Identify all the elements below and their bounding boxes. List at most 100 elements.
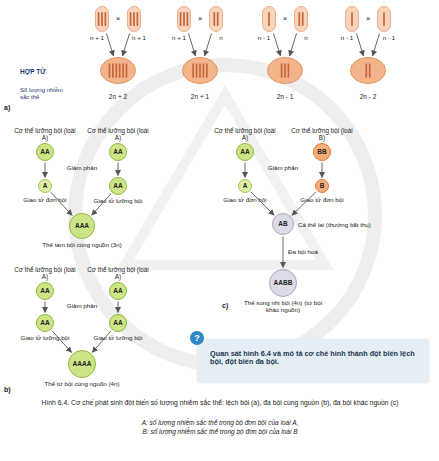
parent-circle: Cơ thể lưỡng bội (loài A)AA bbox=[236, 143, 254, 161]
chromosome-bar bbox=[192, 64, 194, 77]
zygote-cell: 2n - 1 bbox=[267, 57, 303, 84]
chromosome-bar bbox=[196, 64, 198, 77]
chromosome-bar bbox=[383, 13, 385, 25]
genome-symbol: AA bbox=[26, 319, 64, 326]
cell-body bbox=[263, 7, 276, 32]
chromosome-bar bbox=[298, 13, 300, 25]
chromosome-bar bbox=[369, 64, 371, 77]
cell-body bbox=[346, 7, 359, 32]
chromosome-bar bbox=[199, 64, 201, 77]
arrow-connector bbox=[51, 192, 72, 215]
cell-body bbox=[96, 7, 109, 32]
cell-body bbox=[210, 7, 223, 32]
organism-label: Cơ thể lưỡng bội (loài A) bbox=[14, 127, 76, 141]
pill-outline bbox=[127, 6, 141, 32]
genome-symbol: AA bbox=[99, 319, 137, 326]
part-label: c) bbox=[222, 302, 236, 310]
parent-circle: Cơ thể lưỡng bội (loài A)AA bbox=[36, 282, 54, 300]
chromosome-bar bbox=[126, 64, 128, 77]
result-circle: AAAAThể tứ bội cùng nguồn (4n) bbox=[68, 350, 96, 378]
genome-symbol: AA bbox=[99, 182, 137, 189]
chromosome-bar bbox=[122, 64, 124, 77]
chromosome-bar bbox=[288, 64, 290, 77]
arrow-connector bbox=[273, 33, 280, 55]
chromosome-bar bbox=[133, 13, 135, 25]
genome-symbol: AA bbox=[26, 287, 64, 294]
pill-outline bbox=[95, 6, 109, 32]
parent-circle: Cơ thể lưỡng bội (loài A)AA bbox=[109, 282, 127, 300]
arrow-connector bbox=[45, 302, 46, 313]
arrow-connector bbox=[123, 33, 130, 55]
caption-note: A: số lượng nhiễm sắc thể trong bộ đơn b… bbox=[20, 419, 420, 426]
pill-outline bbox=[209, 6, 223, 32]
zygote-cell: 2n + 1 bbox=[182, 57, 218, 84]
row-label: HỢP TỬ bbox=[20, 68, 70, 75]
cell-body bbox=[378, 7, 391, 32]
pill-outline bbox=[262, 6, 276, 32]
genome-symbol: B bbox=[305, 182, 339, 189]
oval-outline bbox=[182, 57, 218, 84]
cell-body bbox=[295, 7, 308, 32]
arrow-connector bbox=[205, 33, 212, 55]
pill-outline bbox=[345, 6, 359, 32]
genome-symbol: AA bbox=[26, 148, 64, 155]
chromosome-bar bbox=[183, 13, 185, 25]
chromosome-bar bbox=[115, 64, 117, 77]
gamete-cell: n bbox=[294, 6, 308, 32]
part-label: b) bbox=[4, 386, 18, 394]
cell-label: Giao tử lưỡng bội bbox=[83, 197, 153, 204]
chromosome-bar bbox=[284, 64, 286, 77]
gamete-circle: AAGiao tử lưỡng bội bbox=[109, 314, 127, 332]
arrow-connector bbox=[283, 237, 284, 268]
cross-symbol: × bbox=[194, 14, 206, 23]
arrow-connector bbox=[251, 192, 274, 215]
arrow-connector bbox=[356, 33, 363, 55]
chromosome-bar bbox=[351, 13, 353, 25]
question-box: Quan sát hình 6.4 và mô tả cơ chế hình t… bbox=[196, 338, 430, 384]
cell-body bbox=[268, 58, 303, 84]
pill-outline bbox=[177, 6, 191, 32]
arrow-connector bbox=[45, 163, 46, 178]
chromosome-count: 2n - 2 bbox=[346, 93, 390, 100]
chromosome-bar bbox=[130, 13, 132, 25]
chromosome-bar bbox=[213, 13, 215, 25]
oval-outline bbox=[350, 57, 386, 84]
zygote-cell: 2n + 2 bbox=[100, 57, 136, 84]
cell-label: Giao tử đơn bội bbox=[289, 196, 355, 203]
cross-symbol: × bbox=[112, 14, 124, 23]
cell-label: Giao tử đơn bội bbox=[12, 196, 78, 203]
watermark-triangle bbox=[125, 95, 325, 265]
row-label: Số lượng nhiễm sắc thể bbox=[20, 87, 72, 101]
chromosome-bar bbox=[112, 64, 114, 77]
result-label: Thể tam bội cùng nguồn (3n) bbox=[27, 241, 137, 248]
cell-label: Giao tử lưỡng bội bbox=[83, 334, 153, 341]
chromosome-bar bbox=[206, 64, 208, 77]
hybrid-circle: ABCá thể lai (thường bất thụ) bbox=[272, 213, 294, 235]
genome-symbol: AA bbox=[99, 148, 137, 155]
chromosome-bar bbox=[98, 13, 100, 25]
arrow-connector bbox=[106, 33, 113, 55]
chromosome-count: 2n - 1 bbox=[263, 93, 307, 100]
question-icon: ? bbox=[190, 331, 204, 345]
part-label: a) bbox=[4, 104, 18, 112]
genome-symbol: AA bbox=[99, 287, 137, 294]
arrow-connector bbox=[118, 163, 119, 176]
arrow-connector bbox=[118, 302, 119, 313]
parent-circle: Cơ thể lưỡng bội (loài A)AA bbox=[109, 143, 127, 161]
arrow-connector bbox=[245, 163, 246, 178]
watermark-ring bbox=[75, 65, 375, 365]
cell-body bbox=[178, 7, 191, 32]
chromosome-bar bbox=[137, 13, 139, 25]
cell-body bbox=[183, 58, 218, 84]
question-text: Quan sát hình 6.4 và mô tả cơ chế hình t… bbox=[210, 350, 424, 367]
cell-body bbox=[351, 58, 386, 84]
organism-label: Cơ thể lưỡng bội (loài A) bbox=[14, 266, 76, 280]
result-circle: AABBThể song nhị bội (4n) (tứ bội khác n… bbox=[269, 269, 297, 297]
process-label: Giảm phân bbox=[258, 164, 308, 171]
genome-symbol: AAAA bbox=[58, 360, 106, 367]
process-label: Giảm phân bbox=[57, 302, 107, 309]
gamete-cell: n + 1 bbox=[177, 6, 191, 32]
gamete-circle: AGiao tử đơn bội bbox=[238, 179, 252, 193]
gamete-cell: n + 1 bbox=[95, 6, 109, 32]
